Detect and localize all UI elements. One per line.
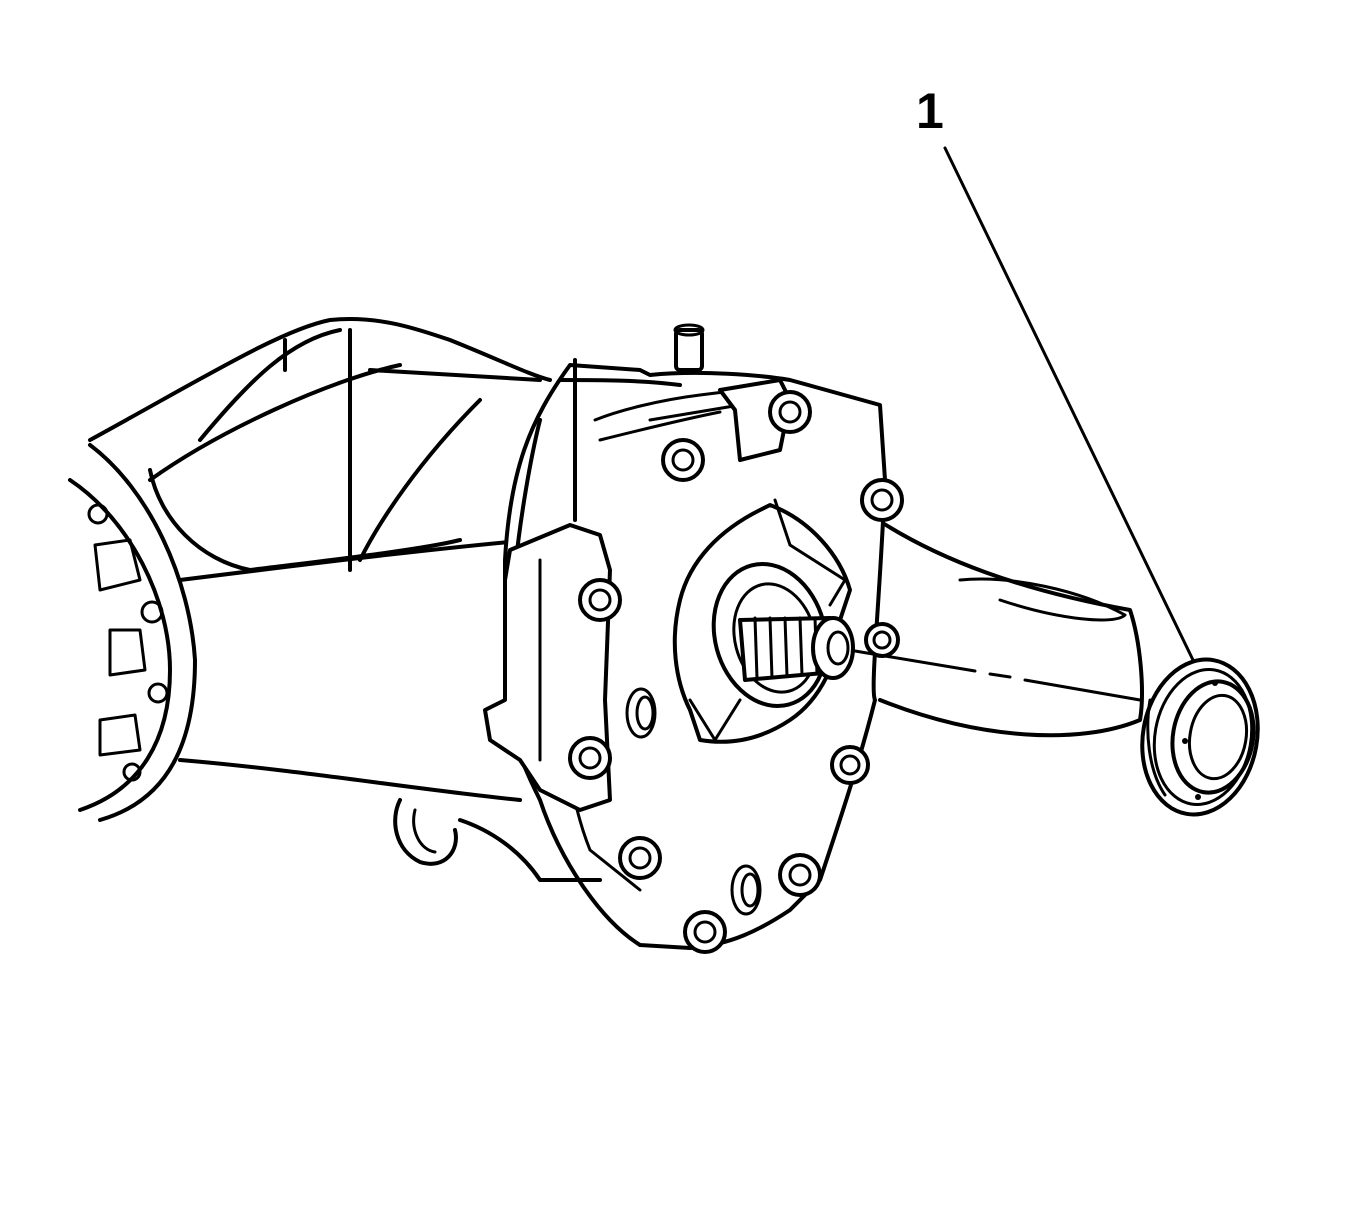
bolt-4 bbox=[578, 578, 622, 622]
bolt-1 bbox=[768, 390, 812, 434]
seal bbox=[1140, 657, 1260, 817]
bolt-3 bbox=[860, 478, 904, 522]
output-boss bbox=[672, 498, 855, 744]
bolt-7 bbox=[830, 745, 870, 785]
axle-housing bbox=[88, 317, 552, 802]
cover-holes bbox=[625, 687, 762, 916]
bolt-10 bbox=[683, 910, 727, 954]
callout-leader-line bbox=[943, 146, 1195, 662]
center-line bbox=[853, 649, 1142, 702]
callout-label-1: 1 bbox=[916, 83, 944, 139]
bolt-6 bbox=[568, 736, 612, 780]
bolts bbox=[568, 390, 904, 954]
right-axle-tube bbox=[876, 518, 1144, 738]
bolt-8 bbox=[618, 836, 662, 880]
vent-fitting bbox=[674, 328, 704, 372]
bolt-2 bbox=[661, 438, 705, 482]
bolt-9 bbox=[778, 853, 822, 897]
lower-bracket bbox=[393, 798, 602, 882]
bolt-5 bbox=[864, 622, 900, 658]
left-flange bbox=[68, 443, 197, 822]
